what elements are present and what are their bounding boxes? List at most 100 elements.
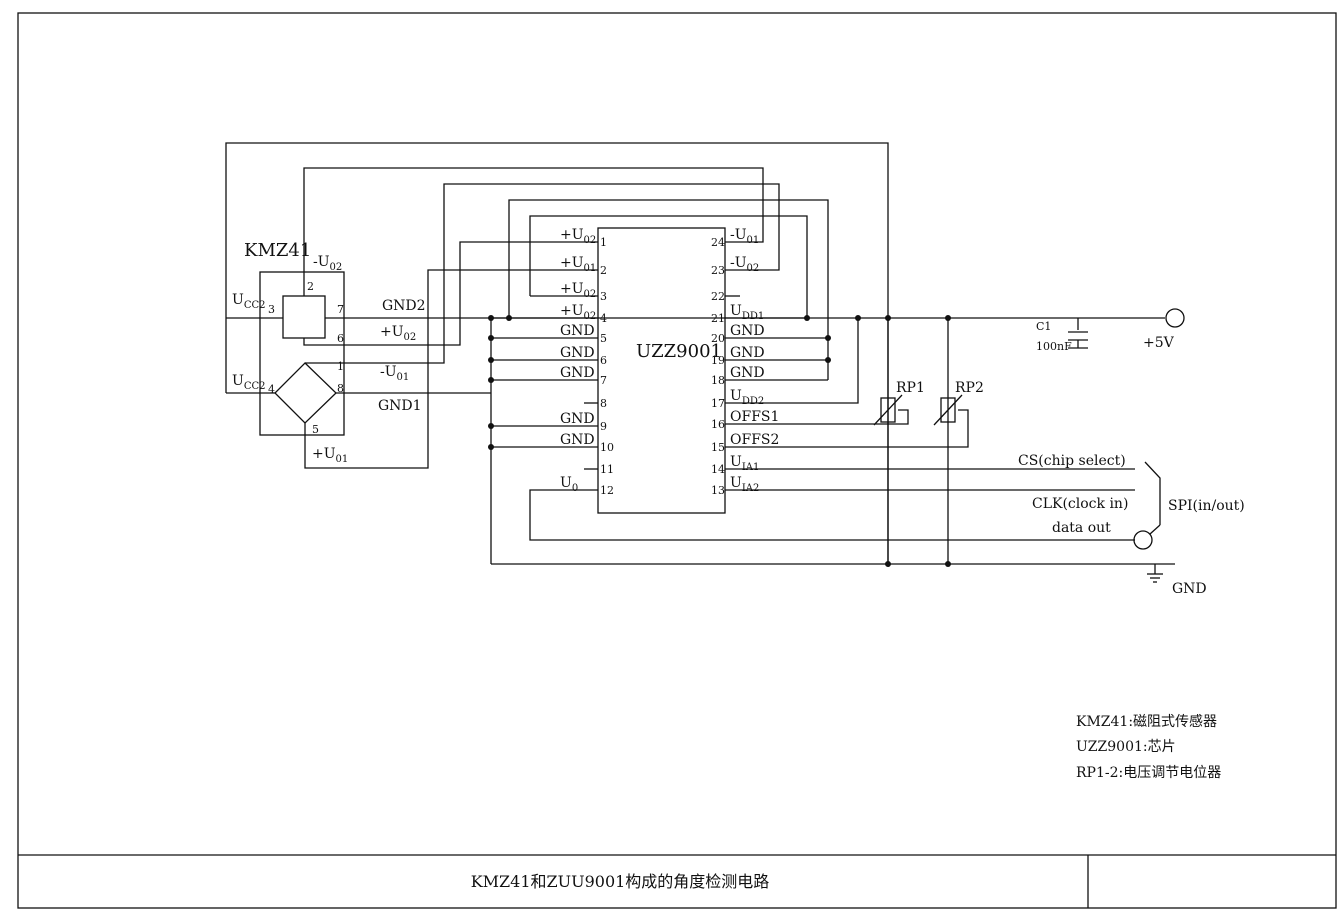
terminal-5v [1165,308,1185,328]
sensor-pin-1: 1 [337,360,344,373]
signal-data-out: data out [1052,520,1111,536]
junction-dot [804,315,810,321]
chip-body [597,227,726,514]
chip-pin-label: +U02 [560,281,596,300]
chip-pin-number: 5 [600,332,607,345]
title-caption: KMZ41和ZUU9001构成的角度检测电路 [471,872,770,891]
junction-dot [945,561,951,567]
wire-plus-u02-to-1 [303,241,598,346]
chip-pin-label: OFFS2 [730,432,779,448]
chip-pin-label: +U02 [560,303,596,322]
chip-pin-number: 9 [600,420,607,433]
wire-pin12-data-out [529,489,1135,541]
sensor-pin-5: 5 [312,423,319,436]
chip-name: UZZ9001 [636,341,722,362]
drawing-frame [17,12,1337,909]
junction-dot [488,444,494,450]
junction-dot [488,315,494,321]
junction-dot [506,315,512,321]
label-plus-u01: +U01 [312,446,348,465]
legend-item: RP1-2:电压调节电位器 [1076,765,1221,781]
junction-dots [488,315,951,567]
chip-pin-number: 6 [600,354,607,367]
rp1-body [880,397,896,423]
chip-pin-number: 18 [711,374,725,387]
legend-item: UZZ9001:芯片 [1076,739,1176,755]
chip-pin-number: 24 [711,236,725,249]
supply-5v-label: +5V [1143,335,1175,351]
wire-minus-u02-to-24 [303,167,764,296]
chip-pin-label: UIA2 [730,475,759,494]
chip-pin-number: 1 [600,236,607,249]
chip-pin-label: GND [560,432,595,448]
wire-offs2 [725,409,969,448]
chip-pin-label: GND [730,323,765,339]
junction-dot [825,357,831,363]
sensor-pin-3: 3 [268,303,275,316]
wire-udd2 [725,318,859,404]
chip-pin-label: GND [730,345,765,361]
sensor-pin-7: 7 [337,303,344,316]
wire-gnd-loop-right [508,199,829,380]
sensor-body [259,271,345,436]
sensor-bridge-diamond [274,362,337,424]
sensor-pin-4: 4 [268,383,275,396]
rp1-arrow [873,394,903,426]
chip-pin-number: 3 [600,290,607,303]
wire-offs1 [725,409,909,425]
chip-pin-number: 11 [600,463,614,476]
signal-spi: SPI(in/out) [1168,498,1245,514]
junction-dot [488,377,494,383]
chip-pin-label: UDD2 [730,388,764,407]
sensor-pin-2: 2 [307,280,314,293]
chip-pin-number: 16 [711,418,725,431]
chip-pin-number: 7 [600,374,607,387]
sensor-bridge-top [282,295,326,339]
chip-pin-group: 1+U022+U013+U024+U025GND6GND7GND89GND10G… [560,227,779,497]
ground-label: GND [1172,581,1207,597]
rp2-arrow [933,394,963,426]
sensor-pin-6: 6 [337,332,344,345]
label-ucc2-bottom: UCC2 [232,373,265,392]
chip-pin-number: 10 [600,441,614,454]
chip-pin-label: OFFS1 [730,409,779,425]
signal-clk: CLK(clock in) [1032,496,1128,512]
junction-dot [855,315,861,321]
signal-cs: CS(chip select) [1018,453,1126,469]
wiring [225,142,1185,583]
chip-pin-label: GND [560,365,595,381]
chip-pin-number: 15 [711,441,725,454]
chip-pin-label: GND [560,345,595,361]
chip-pin-number: 22 [711,290,725,303]
junction-dot [488,335,494,341]
label-ucc2-top: UCC2 [232,292,265,311]
wire-ucc2-supply-loop [225,142,889,564]
terminal-data-out [1133,530,1153,550]
sensor-pin-8: 8 [337,382,344,395]
chip-pin-number: 8 [600,397,607,410]
chip-pin-number: 23 [711,264,725,277]
chip-pin-label: -U01 [730,227,759,246]
wire-plus-u01-to-2 [304,269,598,469]
chip-pin-label: -U02 [730,255,759,274]
chip-pin-label: U0 [560,475,578,494]
rp1-label: RP1 [896,380,925,396]
chip-pin-number: 13 [711,484,725,497]
junction-dot [488,357,494,363]
c1-value: 100nF [1036,340,1072,353]
legend: KMZ41:磁阻式传感器 UZZ9001:芯片 RP1-2:电压调节电位器 [1076,713,1221,781]
chip-pin-number: 19 [711,354,725,367]
chip-pin-number: 2 [600,264,607,277]
chip-pin-label: UDD1 [730,303,764,322]
spi-bracket [1144,461,1161,525]
chip-pin-number: 12 [600,484,614,497]
chip-pin-number: 20 [711,332,725,345]
net-plus-u02: +U02 [380,324,416,343]
chip-pin-label: +U01 [560,255,596,274]
net-gnd1: GND1 [378,398,422,414]
chip-pin-label: +U02 [560,227,596,246]
junction-dot [488,423,494,429]
chip-pin-number: 14 [711,463,725,476]
junction-dot [885,315,891,321]
